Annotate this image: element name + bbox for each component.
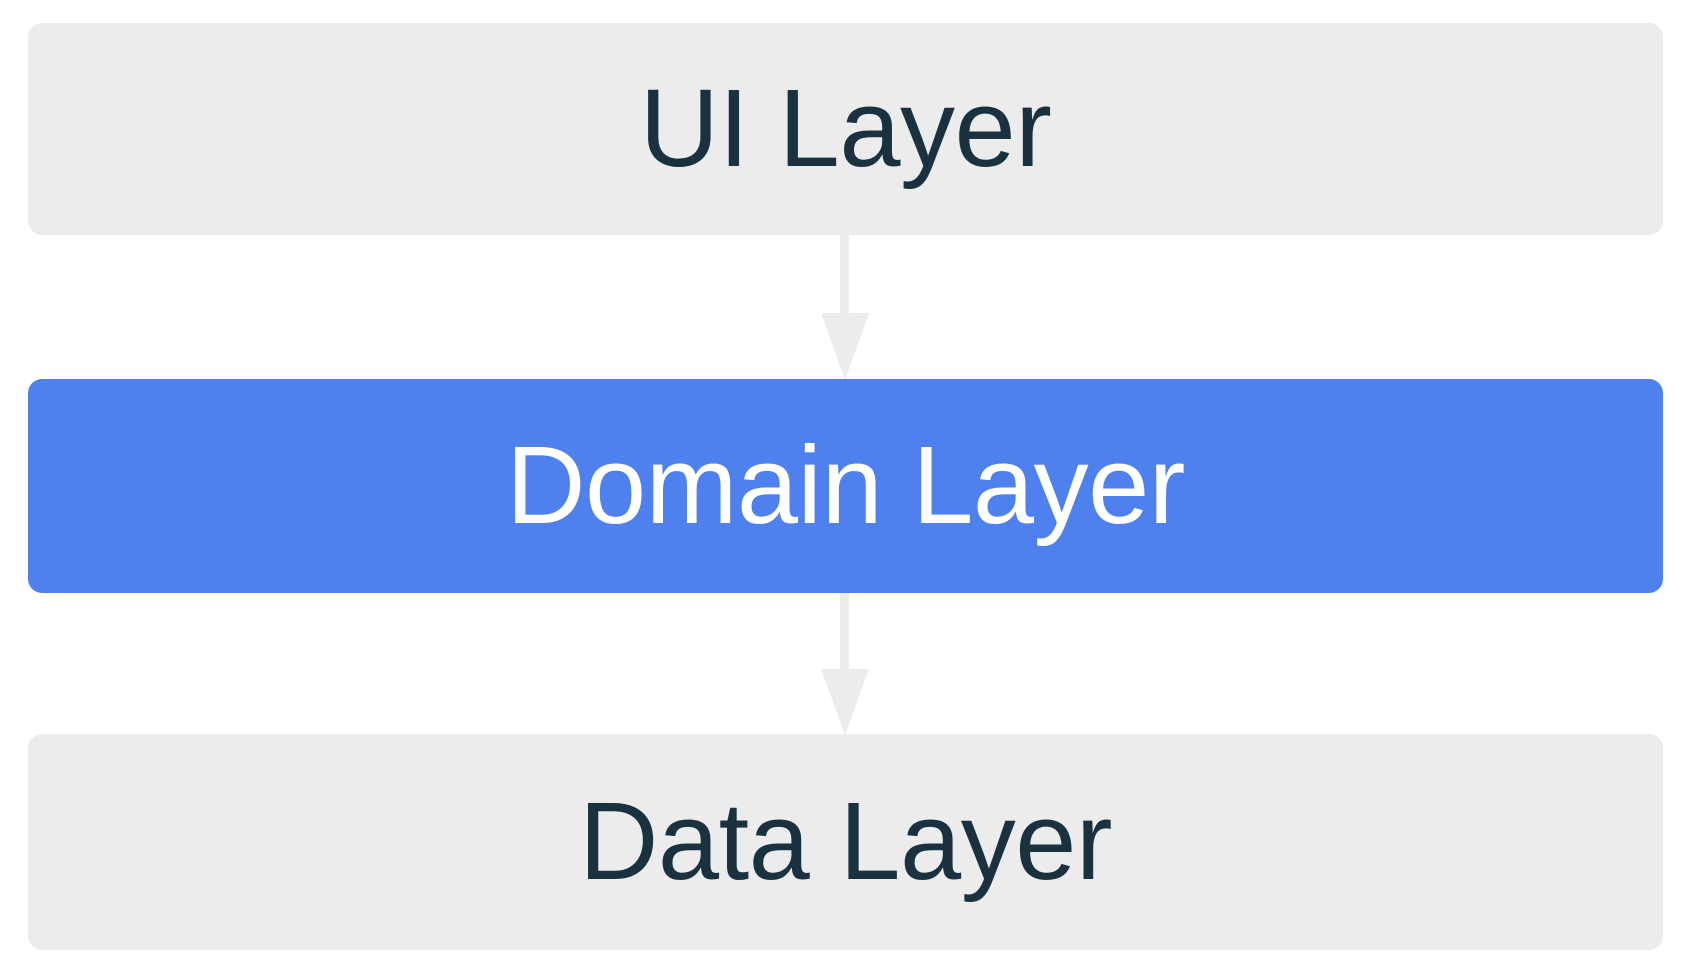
node-domain-layer-label: Domain Layer (506, 424, 1185, 547)
node-data-layer[interactable]: Data Layer (28, 734, 1663, 950)
node-data-layer-label: Data Layer (578, 780, 1113, 903)
node-ui-layer-label: UI Layer (639, 67, 1052, 190)
node-ui-layer[interactable]: UI Layer (28, 23, 1663, 235)
node-domain-layer[interactable]: Domain Layer (28, 379, 1663, 593)
